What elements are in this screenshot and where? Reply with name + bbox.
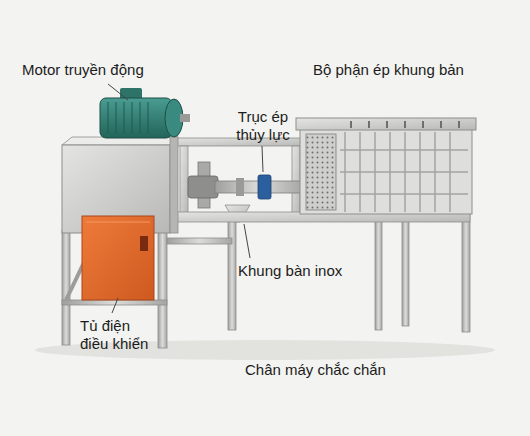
drive-motor — [100, 88, 190, 138]
part-label: Chân máy chắc chắn — [245, 361, 445, 379]
plate-press-unit — [296, 118, 476, 214]
hydraulic-ram — [188, 162, 303, 208]
part-label: Motor truyền động — [22, 61, 202, 79]
part-label: Bộ phận ép khung bản — [313, 61, 518, 79]
control-cabinet — [82, 216, 154, 300]
part-label: Tủ điện điều khiển — [80, 317, 162, 353]
middle-frame — [165, 138, 307, 222]
part-label: Trục ép thủy lực — [227, 108, 299, 144]
part-label: Khung bàn inox — [238, 262, 398, 280]
